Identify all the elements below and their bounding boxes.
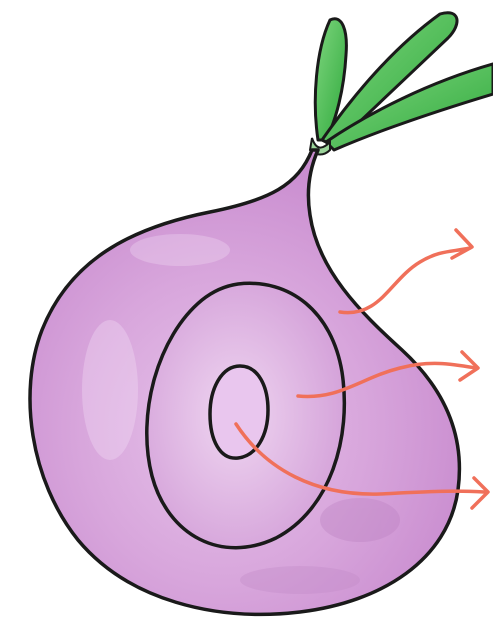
- arrow-outer-layer-head: [452, 230, 472, 258]
- onion-leaves: [310, 13, 493, 155]
- onion-inner-core: [210, 366, 268, 458]
